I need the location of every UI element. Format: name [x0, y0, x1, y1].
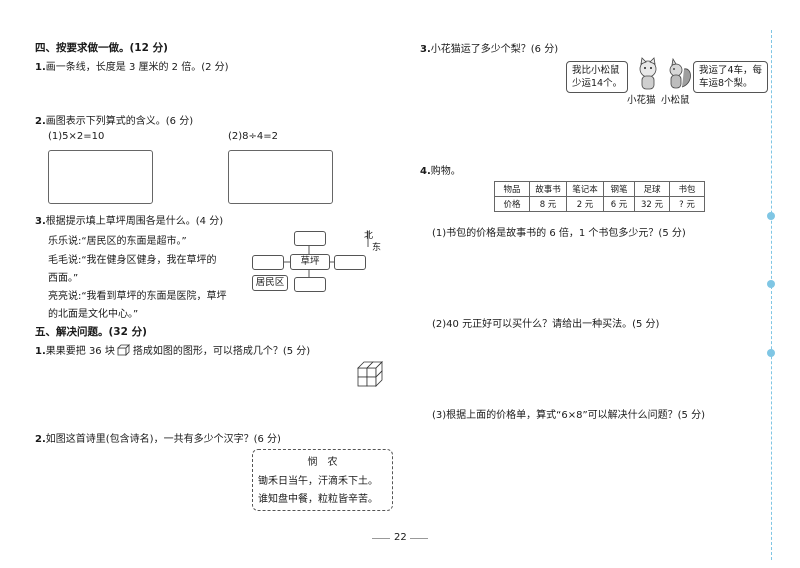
price-table: 物品 故事书 笔记本 钢笔 足球 书包 价格 8 元 2 元 6 元 32 元 …	[494, 181, 705, 212]
table-cell: 书包	[669, 181, 705, 197]
page-number-rule-left	[372, 538, 390, 539]
hint-line-4: 亮亮说:“我看到草坪的东面是医院，草坪	[48, 291, 227, 302]
page-number-rule-right	[410, 538, 428, 539]
section-5-title: 五、解决问题。(32 分)	[35, 326, 147, 338]
price-table-header-row: 物品 故事书 笔记本 钢笔 足球 书包	[494, 181, 705, 197]
question-right-4: 4.购物。	[420, 162, 461, 177]
compass-east: 东	[372, 243, 382, 253]
q-num: 1.	[35, 62, 46, 73]
table-cell: 8 元	[529, 196, 567, 212]
price-table-value-row: 价格 8 元 2 元 6 元 32 元 ? 元	[494, 196, 705, 212]
binding-dot	[767, 280, 775, 288]
hint-line-3: 西面。”	[48, 273, 79, 284]
map-east-blank[interactable]	[334, 255, 366, 270]
question-4-1: 1.画一条线，长度是 3 厘米的 2 倍。(2 分)	[35, 58, 229, 73]
q-text: 小花猫运了多少个梨？(6 分)	[430, 44, 559, 55]
poem-line-2: 谁知盘中餐，粒粒皆辛苦。	[258, 494, 378, 505]
cube-icon	[116, 344, 130, 356]
binding-dot	[767, 212, 775, 220]
q-text: 如图这首诗里(包含诗名)，一共有多少个汉字？(6 分)	[45, 434, 281, 445]
table-cell: 物品	[494, 181, 530, 197]
map-west-blank[interactable]	[252, 255, 284, 270]
question-4-2: 2.画图表示下列算式的含义。(6 分)	[35, 112, 193, 127]
table-cell: ? 元	[669, 196, 705, 212]
section-4-title: 四、按要求做一做。(12 分)	[35, 42, 168, 54]
squirrel-icon	[669, 57, 691, 89]
cat-squirrel-illustration	[639, 57, 691, 90]
q-text-b: 搭成如图的图形，可以搭成几个？(5 分)	[132, 346, 311, 357]
question-4-3: 3.根据提示填上草坪周围各是什么。(4 分)	[35, 212, 223, 227]
squirrel-bubble-line-1: 我运了4车，每	[699, 65, 763, 76]
table-cell: 2 元	[566, 196, 604, 212]
q-num: 3.	[420, 44, 431, 55]
poem-title: 悯 农	[307, 457, 338, 468]
map-north-blank[interactable]	[294, 231, 326, 246]
table-cell: 故事书	[529, 181, 567, 197]
poem-frame	[252, 449, 393, 511]
q-text-a: 果果要把 36 块	[45, 346, 115, 357]
cat-bubble-line-1: 我比小松鼠	[572, 65, 620, 76]
q2-part-b: (2)8÷4=2	[228, 131, 279, 142]
sub-question-2: (2)40 元正好可以买什么？请给出一种买法。(5 分)	[432, 319, 660, 330]
q-num: 3.	[35, 216, 46, 227]
hint-line-1: 乐乐说:“居民区的东面是超市。”	[48, 236, 187, 247]
table-cell: 32 元	[634, 196, 670, 212]
drawing-box-b[interactable]	[228, 150, 333, 204]
table-cell: 笔记本	[566, 181, 604, 197]
squirrel-label: 小松鼠	[661, 95, 690, 106]
binding-dot	[767, 349, 775, 357]
cat-speech-bubble: 我比小松鼠 少运14个。	[566, 61, 629, 93]
page-number: 22	[394, 532, 407, 543]
table-cell: 钢笔	[603, 181, 635, 197]
cat-label: 小花猫	[627, 95, 656, 106]
question-5-2: 2.如图这首诗里(包含诗名)，一共有多少个汉字？(6 分)	[35, 430, 281, 445]
cat-icon	[639, 57, 657, 90]
table-cell: 价格	[494, 196, 530, 212]
map-center-lawn: 草坪	[290, 254, 330, 270]
q-text: 购物。	[430, 166, 461, 177]
squirrel-speech-bubble: 我运了4车，每 车运8个梨。	[693, 61, 769, 93]
q-num: 1.	[35, 346, 46, 357]
q-num: 4.	[420, 166, 431, 177]
q2-part-a: (1)5×2=10	[48, 131, 105, 142]
drawing-box-a[interactable]	[48, 150, 153, 204]
table-cell: 6 元	[603, 196, 635, 212]
squirrel-bubble-line-2: 车运8个梨。	[699, 78, 753, 89]
q-text: 画图表示下列算式的含义。(6 分)	[45, 116, 194, 127]
q-num: 2.	[35, 116, 46, 127]
cat-bubble-line-2: 少运14个。	[572, 78, 623, 89]
sub-question-3: (3)根据上面的价格单，算式“6×8”可以解决什么问题？(5 分)	[432, 410, 705, 421]
hint-line-2: 毛毛说:“我在健身区健身，我在草坪的	[48, 255, 217, 266]
hint-line-5: 的北面是文化中心。”	[48, 309, 139, 320]
q-num: 2.	[35, 434, 46, 445]
cube-stack-figure	[357, 361, 383, 387]
q-text: 画一条线，长度是 3 厘米的 2 倍。(2 分)	[45, 62, 229, 73]
compass-north: 北	[364, 231, 374, 241]
question-right-3: 3.小花猫运了多少个梨？(6 分)	[420, 40, 558, 55]
table-cell: 足球	[634, 181, 670, 197]
sub-question-1: (1)书包的价格是故事书的 6 倍，1 个书包多少元？(5 分)	[432, 228, 686, 239]
question-5-1: 1.果果要把 36 块 搭成如图的图形，可以搭成几个？(5 分)	[35, 342, 310, 357]
poem-line-1: 锄禾日当午，汗滴禾下土。	[258, 476, 378, 487]
map-south-blank[interactable]	[294, 277, 326, 292]
q-text: 根据提示填上草坪周围各是什么。(4 分)	[45, 216, 224, 227]
map-resident: 居民区	[252, 275, 288, 291]
binding-dashed-line	[771, 30, 772, 560]
